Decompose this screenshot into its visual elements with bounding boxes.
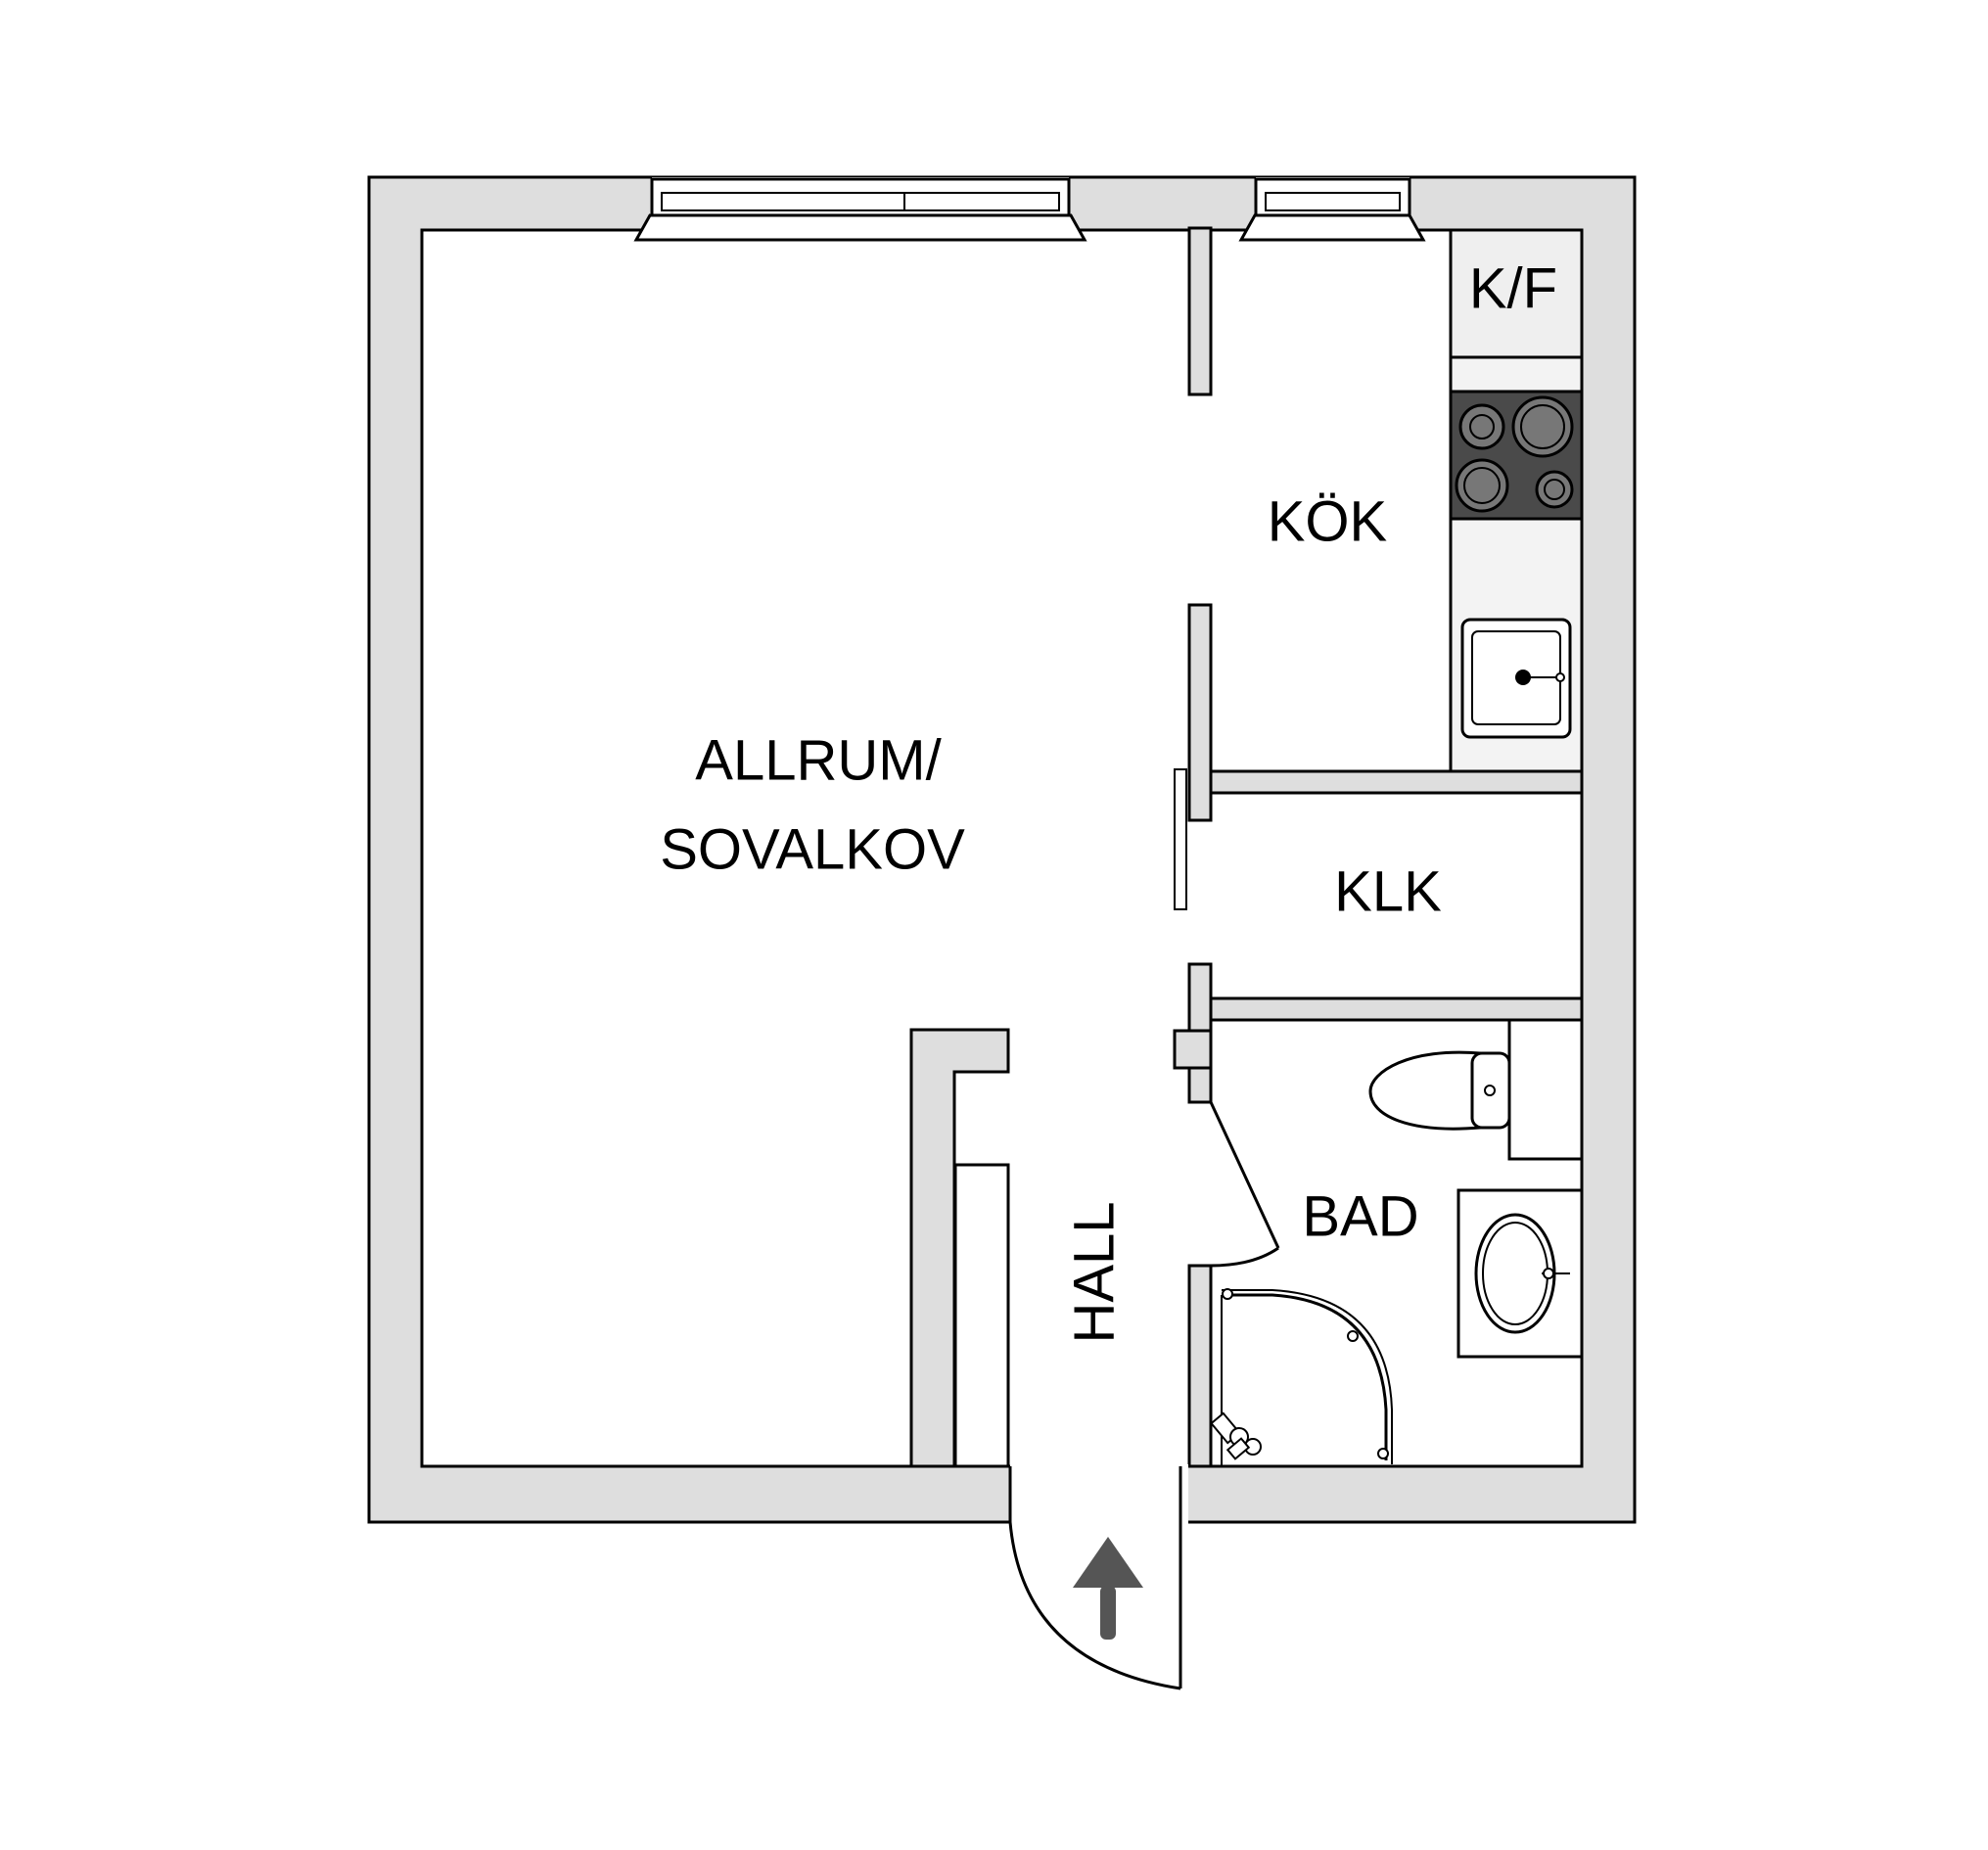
window-right (1238, 177, 1426, 242)
outer-walls (367, 175, 1637, 1524)
entrance-door (1008, 1466, 1182, 1690)
label-allrum-line1: ALLRUM/ (695, 728, 942, 792)
label-bad: BAD (1302, 1184, 1418, 1248)
label-kok: KÖK (1268, 489, 1388, 553)
klk-door (1174, 768, 1187, 910)
stove-icon (1449, 390, 1584, 521)
entrance-opening (1010, 1464, 1188, 1525)
label-hall: HALL (1062, 1201, 1126, 1343)
bathroom-sink-icon (1456, 1188, 1584, 1359)
toilet-icon (1368, 1018, 1584, 1161)
label-klk: KLK (1334, 859, 1442, 923)
interior-walls (909, 226, 1584, 1468)
window-left (633, 177, 1087, 242)
label-kf: K/F (1469, 256, 1557, 320)
kitchen-sink-icon (1460, 618, 1572, 739)
hall-wardrobe (953, 1163, 1010, 1468)
fridge-freezer (1449, 228, 1584, 359)
entrance-arrow-icon (1073, 1537, 1143, 1640)
bad-door (1209, 1101, 1280, 1268)
label-allrum-line2: SOVALKOV (660, 817, 965, 881)
shower-icon (1210, 1288, 1393, 1466)
